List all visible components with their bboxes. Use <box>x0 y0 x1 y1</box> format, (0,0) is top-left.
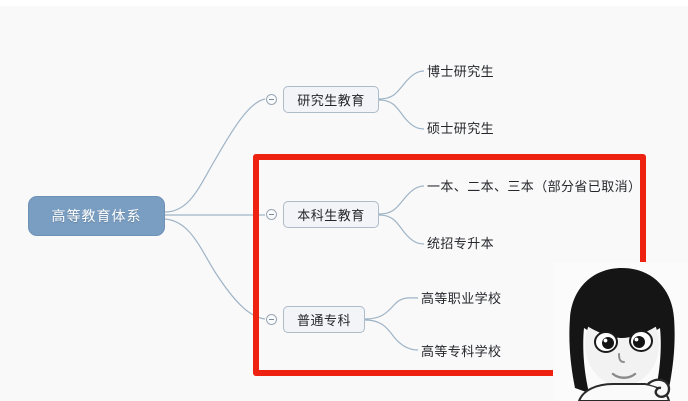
collapse-minus-icon-branch-2[interactable] <box>266 209 277 220</box>
leaf-node-masters[interactable]: 硕士研究生 <box>427 122 495 137</box>
root-node-label: 高等教育体系 <box>51 209 142 225</box>
branch-node-label: 普通专科 <box>296 314 351 329</box>
leaf-node-specialized-college[interactable]: 高等专科学校 <box>421 345 502 360</box>
leaf-node-tiers[interactable]: 一本、二本、三本（部分省已取消） <box>427 180 642 195</box>
leaf-node-doctoral[interactable]: 博士研究生 <box>427 65 495 80</box>
branch-node-undergraduate-education[interactable]: 本科生教育 <box>283 201 379 228</box>
leaf-node-vocational-school[interactable]: 高等职业学校 <box>421 292 502 307</box>
branch-node-label: 研究生教育 <box>297 94 365 109</box>
collapse-minus-icon-branch-1[interactable] <box>266 94 277 105</box>
root-node[interactable]: 高等教育体系 <box>28 196 165 236</box>
branch-node-label: 本科生教育 <box>297 209 365 224</box>
collapse-minus-icon-branch-3[interactable] <box>266 314 277 325</box>
branch-node-junior-college[interactable]: 普通专科 <box>283 306 365 333</box>
leaf-node-college-upgrade[interactable]: 统招专升本 <box>427 237 495 252</box>
child-face-sticker <box>553 262 688 401</box>
branch-node-graduate-education[interactable]: 研究生教育 <box>283 86 379 113</box>
top-white-strip <box>0 0 688 6</box>
